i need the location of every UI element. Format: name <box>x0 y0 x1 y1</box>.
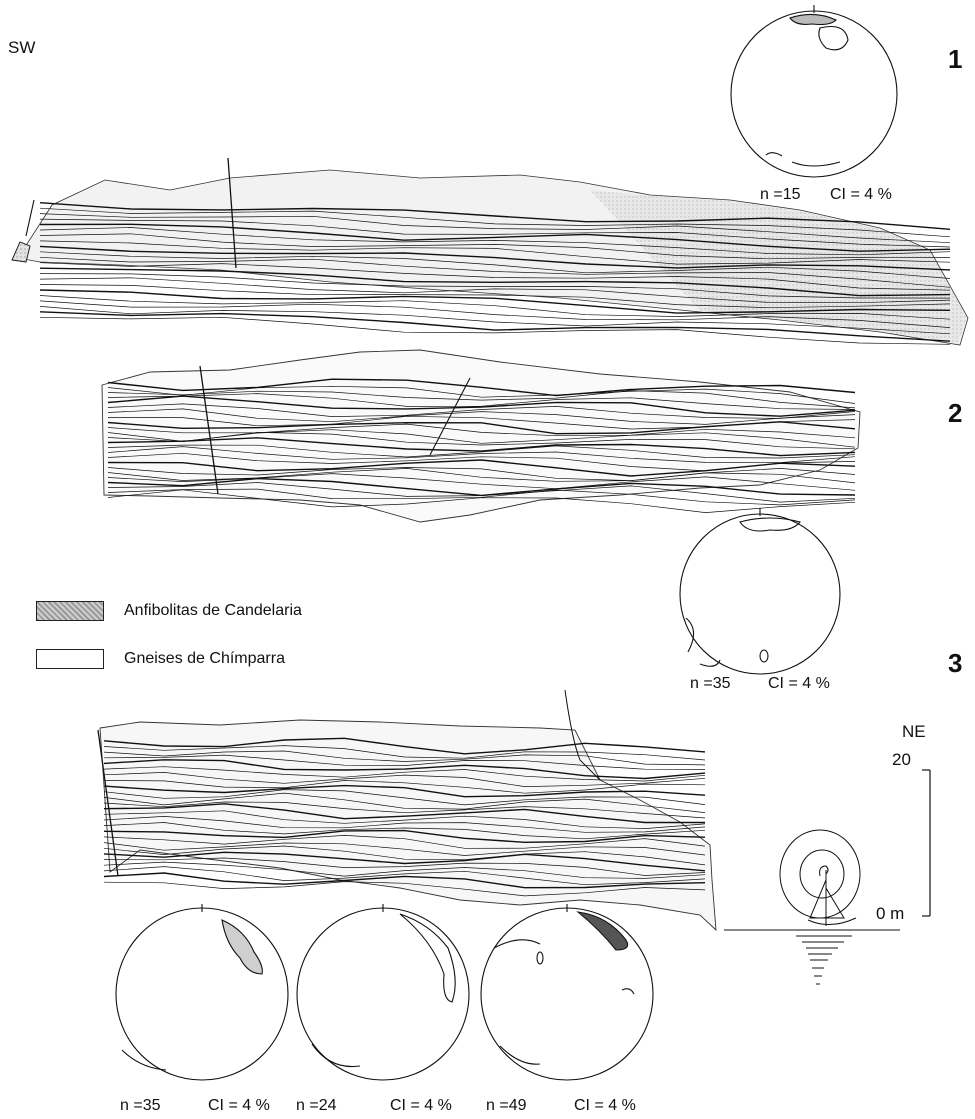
legend-label-amphibolite: Anfibolitas de Candelaria <box>124 602 302 620</box>
section-number-3: 3 <box>948 648 962 679</box>
legend-label-gneiss: Gneises de Chímparra <box>124 650 285 668</box>
boat-illustration <box>724 830 900 984</box>
scale-label-bottom: 0 m <box>876 904 904 924</box>
orientation-sw: SW <box>8 38 35 58</box>
stereonet-4 <box>297 904 469 1080</box>
stereonet-2-ci: CI = 4 % <box>768 675 830 693</box>
stereonet-1-ci: CI = 4 % <box>830 186 892 204</box>
stereonet-2-n: n =35 <box>690 675 730 693</box>
stereonet-4-n: n =24 <box>296 1097 336 1115</box>
outcrop-section-1 <box>12 158 968 345</box>
stereonet-1-n: n =15 <box>760 186 800 204</box>
stereonet-4-ci: CI = 4 % <box>390 1097 452 1115</box>
orientation-ne: NE <box>902 722 926 742</box>
stereonet-1 <box>731 5 897 177</box>
stereonet-5-n: n =49 <box>486 1097 526 1115</box>
stereonet-5 <box>481 904 653 1080</box>
legend-swatch-gneiss <box>36 649 104 669</box>
stereonet-3 <box>116 904 288 1080</box>
outcrop-3-outline <box>100 720 716 930</box>
section-number-1: 1 <box>948 44 962 75</box>
section-number-2: 2 <box>948 398 962 429</box>
stereonet-3-ci: CI = 4 % <box>208 1097 270 1115</box>
stereonet-3-n: n =35 <box>120 1097 160 1115</box>
outcrop-section-3 <box>98 690 716 930</box>
fault-1b <box>26 200 34 236</box>
stereonet-5-ci: CI = 4 % <box>574 1097 636 1115</box>
legend-swatch-amphibolite <box>36 601 104 621</box>
scale-label-top: 20 <box>892 750 911 770</box>
scale-bar <box>922 770 930 916</box>
stereonet-2 <box>680 508 840 674</box>
outcrop-section-2 <box>102 350 860 522</box>
